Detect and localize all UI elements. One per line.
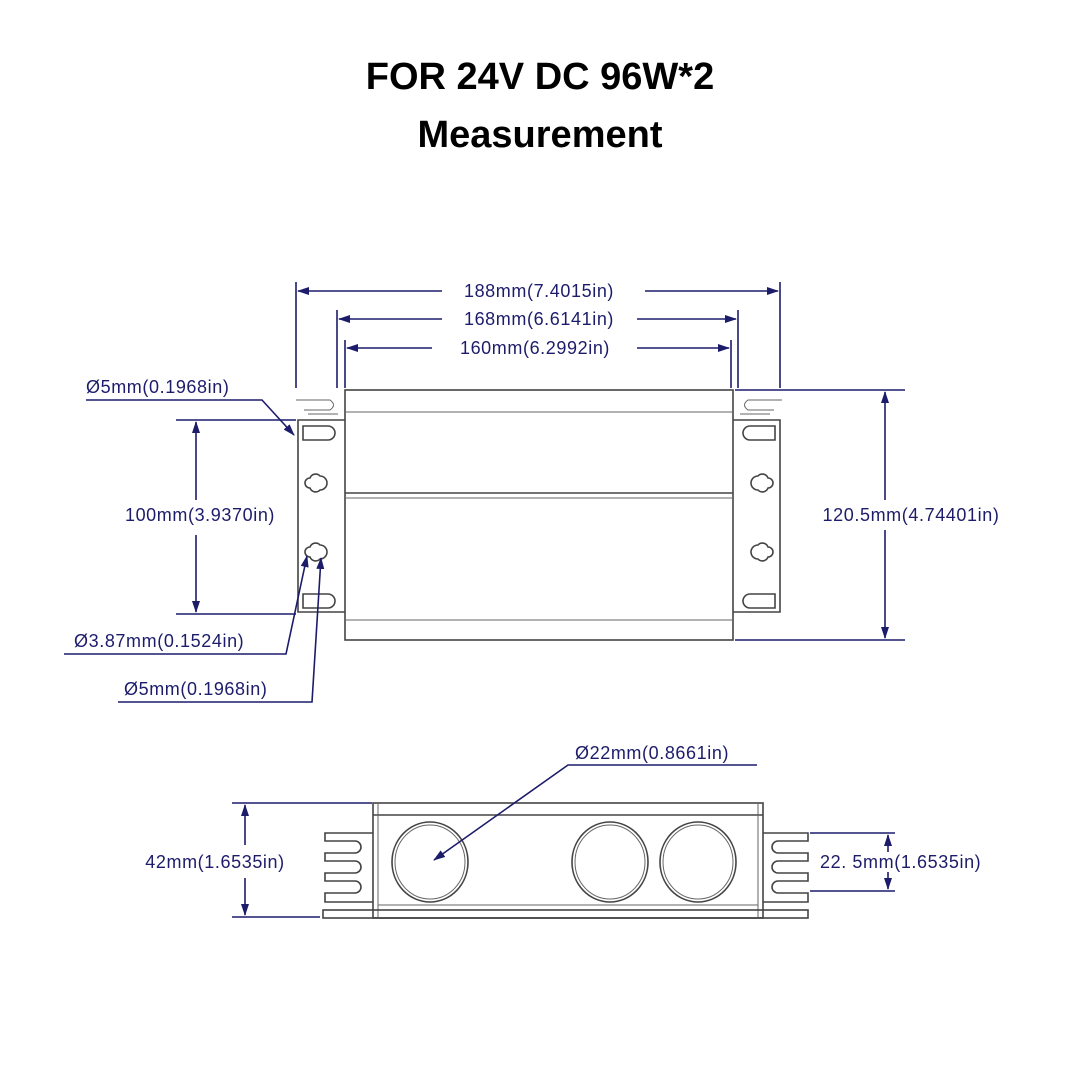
left-tabs (324, 832, 373, 903)
drawing-line (742, 593, 776, 609)
drawing-line (571, 821, 649, 903)
drawing-line (662, 824, 734, 900)
drawing-line (659, 821, 737, 903)
keyhole-slot (750, 542, 774, 562)
drawing-line (64, 555, 309, 655)
top-view (296, 389, 782, 641)
dim-width-mounting: 168mm(6.6141in) (464, 309, 614, 329)
dim-height-overall: 120.5mm(4.74401in) (823, 505, 1000, 525)
side-dimensions: Ø22mm(0.8661in) 42mm(1.6535in) 22. 5mm(1… (145, 743, 981, 918)
drawing-line (302, 593, 336, 609)
keyhole-slot (304, 473, 328, 493)
dim-width-overall: 188mm(7.4015in) (464, 281, 614, 301)
drawing-line (733, 419, 781, 613)
right-tabs (763, 832, 809, 903)
drawing-line (297, 419, 345, 613)
drawing-line (574, 824, 646, 900)
drawing-line (296, 399, 338, 415)
dim-width-body: 160mm(6.2992in) (460, 338, 610, 358)
left-bracket (296, 399, 345, 613)
keyhole-slot (304, 542, 328, 562)
drawing-line (391, 821, 469, 903)
callout-slot-top: Ø5mm(0.1968in) (86, 377, 229, 397)
body-outline (344, 389, 734, 641)
knockout-hole (571, 821, 649, 903)
callout-knockout: Ø22mm(0.8661in) (575, 743, 729, 763)
drawing-line (86, 399, 295, 436)
title-line-1: FOR 24V DC 96W*2 (365, 56, 715, 98)
drawing-line (740, 399, 782, 415)
knockout-hole (659, 821, 737, 903)
right-bracket (733, 399, 782, 613)
drawing-line (433, 764, 757, 861)
keyhole-slot (750, 473, 774, 493)
drawing-line (742, 425, 776, 441)
side-view (322, 802, 809, 919)
callout-hole-large: Ø5mm(0.1968in) (124, 679, 267, 699)
title-line-2: Measurement (417, 114, 663, 156)
drawing-line (322, 909, 809, 919)
dim-height-mounting: 100mm(3.9370in) (125, 505, 275, 525)
drawing-line (302, 425, 336, 441)
dim-side-height: 42mm(1.6535in) (145, 852, 284, 872)
dim-tab-height: 22. 5mm(1.6535in) (820, 852, 981, 872)
knockout-hole (391, 821, 469, 903)
drawing-line (118, 557, 325, 703)
callout-hole-small: Ø3.87mm(0.1524in) (74, 631, 244, 651)
top-dimensions: 188mm(7.4015in) 168mm(6.6141in) 160mm(6.… (64, 281, 1000, 703)
drawing-line (394, 824, 466, 900)
